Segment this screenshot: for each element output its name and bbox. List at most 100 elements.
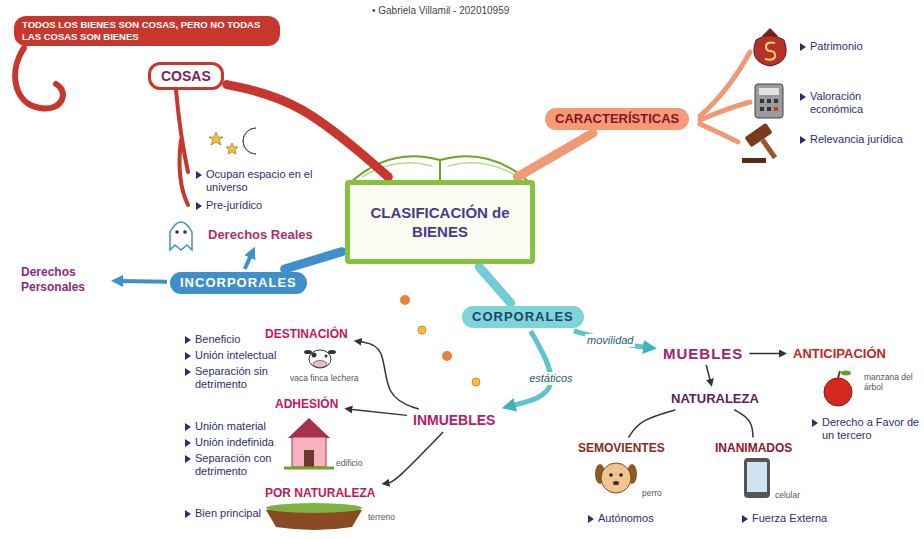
arrow-connector <box>735 410 753 437</box>
arrow-connector <box>359 342 419 409</box>
star-icon <box>226 143 238 154</box>
bullet-item: Beneficio <box>185 333 240 346</box>
calculator-key <box>760 99 764 103</box>
calculator-screen <box>759 88 779 95</box>
money-bag-icon <box>762 28 778 36</box>
icon-caption: terreno <box>368 512 395 522</box>
tablet-icon <box>744 458 770 498</box>
bullet-item: Pre-jurídico <box>196 199 262 212</box>
land-grass <box>266 503 362 513</box>
bullet-item: Relevancia jurídica <box>800 133 910 146</box>
author-note: • Gabriela Villamil - 202010959 <box>372 4 509 17</box>
concept-node: INMUEBLES <box>410 412 498 429</box>
icon-caption: manzana del árbol <box>864 372 914 392</box>
node-text: INCORPORALES <box>180 275 297 291</box>
ribbon-curl <box>15 48 63 109</box>
cow-icon <box>309 350 331 368</box>
arrow-connector <box>350 409 407 415</box>
branch-node: CARACTERÍSTICAS <box>545 108 689 130</box>
house-door <box>304 450 314 467</box>
concept-node: ANTICIPACIÓN <box>790 345 889 362</box>
flower-dot <box>418 326 426 334</box>
concept-node: INANIMADOS <box>712 440 795 457</box>
page-line <box>448 163 518 177</box>
bullet-item: Valoración económica <box>800 90 910 116</box>
arrow-connector <box>574 331 647 347</box>
bullet-item: Bien principal <box>185 507 261 520</box>
dog-nose <box>613 481 619 485</box>
money-sign <box>765 43 775 60</box>
flower-dot <box>442 351 452 361</box>
arrow-connector <box>706 365 710 381</box>
edge-label: estáticos <box>527 372 574 385</box>
house-roof <box>288 418 330 438</box>
arrow-connector <box>749 353 781 355</box>
calculator-key <box>767 107 771 111</box>
node-text: INMUEBLES <box>413 413 495 428</box>
flower-dot <box>400 295 410 305</box>
node-text: CLASIFICACIÓN de BIENES <box>364 203 516 241</box>
calculator-icon <box>755 84 783 118</box>
apple-stem <box>838 371 840 378</box>
node-text: DESTINACIÓN <box>265 327 348 342</box>
apple-icon <box>824 378 852 406</box>
bullet-item: Autónomos <box>588 512 654 525</box>
gavel-base <box>742 158 766 163</box>
branch-line <box>700 102 750 120</box>
node-text: COSAS <box>161 68 211 84</box>
cow-spot <box>312 353 317 358</box>
node-text: ADHESIÓN <box>275 397 338 412</box>
arrow-connector <box>629 410 675 437</box>
bullet-item: Separación sin detrimento <box>185 365 290 391</box>
icon-caption: edificio <box>336 458 362 468</box>
bullet-item: Unión indefinida <box>185 436 274 449</box>
branch-ribbon <box>479 267 510 303</box>
branch-line <box>700 124 738 142</box>
cow-eye <box>325 355 328 358</box>
icon-caption: vaca finca lechera <box>290 373 359 383</box>
gavel-head <box>744 123 772 148</box>
concept-node: POR NATURALEZA <box>262 485 378 502</box>
bullet-item: Derecho a Favor de un tercero <box>812 416 922 442</box>
bullet-item: Fuerza Externa <box>742 512 827 525</box>
cow-muzzle <box>313 361 327 368</box>
house-icon <box>292 437 326 467</box>
dog-eye <box>619 473 623 477</box>
calculator-key <box>767 99 771 103</box>
arrow-connector <box>387 432 443 483</box>
tablet-screen <box>747 462 767 492</box>
concept-node: Derechos Reales <box>205 226 316 243</box>
node-text: POR NATURALEZA <box>265 486 375 501</box>
arrow-connector <box>245 254 252 269</box>
arrow-connector <box>511 331 551 406</box>
icon-caption: celular <box>775 490 800 500</box>
branch-ribbon <box>227 85 389 177</box>
bullet-item: Separación con detrimento <box>185 452 290 478</box>
ghost-icon <box>170 222 192 250</box>
branch-node: COSAS <box>148 62 224 90</box>
node-text: CARACTERÍSTICAS <box>555 111 679 127</box>
flower-dot <box>472 378 480 386</box>
star-icon <box>209 132 223 145</box>
dog-icon <box>601 463 631 493</box>
concept-node: ADHESIÓN <box>272 396 341 413</box>
bullet-item: Unión material <box>185 420 266 433</box>
ghost-eye <box>175 230 179 234</box>
calculator-key <box>774 107 778 111</box>
node-text: Derechos Reales <box>208 227 313 242</box>
branch-node: INCORPORALES <box>170 272 307 294</box>
bullet-item: Patrimonio <box>800 40 863 53</box>
dog-eye <box>609 473 613 477</box>
concept-node: SEMOVIENTES <box>575 440 668 457</box>
ghost-eye <box>183 230 187 234</box>
moon-icon <box>243 128 256 154</box>
ribbon-quote: TODOS LOS BIENES SON COSAS, PERO NO TODA… <box>14 16 280 46</box>
ribbon-fork <box>180 140 188 205</box>
concept-node: MUEBLES <box>660 345 746 362</box>
branch-ribbon <box>517 133 593 177</box>
node-text: CORPORALES <box>472 309 574 325</box>
arrow-connector <box>119 279 167 284</box>
branch-ribbon <box>285 252 342 269</box>
